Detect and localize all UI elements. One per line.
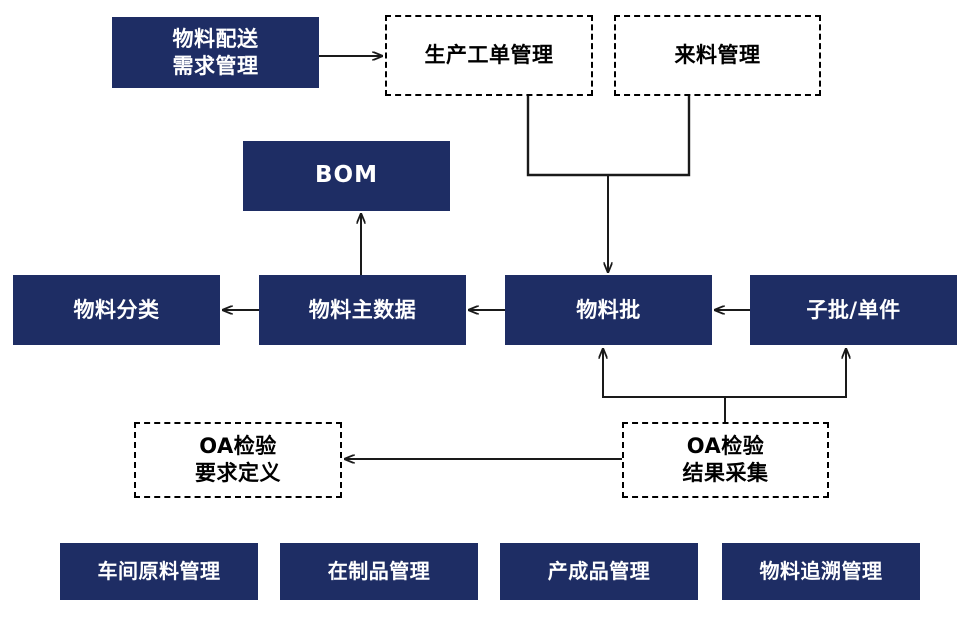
- node-finished-product[interactable]: 产成品管理: [500, 543, 698, 600]
- node-label: 物料配送 需求管理: [172, 26, 259, 78]
- node-material-traceability[interactable]: 物料追溯管理: [722, 543, 920, 600]
- node-workshop-raw-material[interactable]: 车间原料管理: [60, 543, 258, 600]
- node-material-batch[interactable]: 物料批: [505, 275, 712, 345]
- node-label: OA检验 要求定义: [195, 434, 281, 485]
- node-material-master-data[interactable]: 物料主数据: [259, 275, 466, 345]
- edge-result-to-batches: [603, 349, 846, 422]
- node-label: 车间原料管理: [97, 558, 221, 583]
- node-label: 产成品管理: [547, 558, 651, 583]
- node-label: 来料管理: [674, 43, 761, 68]
- node-label: 物料批: [576, 297, 641, 322]
- node-material-delivery-demand[interactable]: 物料配送 需求管理: [112, 17, 319, 88]
- node-incoming-material[interactable]: 来料管理: [614, 15, 821, 96]
- node-bom[interactable]: BOM: [243, 141, 450, 211]
- node-label: BOM: [315, 162, 378, 189]
- edge-workorder-incoming-to-batch: [526, 96, 691, 272]
- node-sub-batch-unit[interactable]: 子批/单件: [750, 275, 957, 345]
- node-oa-inspection-requirement[interactable]: OA检验 要求定义: [134, 422, 342, 498]
- node-label: OA检验 结果采集: [682, 434, 769, 485]
- node-label: 生产工单管理: [424, 43, 554, 68]
- node-label: 物料主数据: [308, 297, 417, 322]
- node-oa-inspection-result[interactable]: OA检验 结果采集: [622, 422, 829, 498]
- node-label: 物料追溯管理: [759, 558, 883, 583]
- node-wip-management[interactable]: 在制品管理: [280, 543, 478, 600]
- node-label: 物料分类: [73, 297, 160, 322]
- node-label: 在制品管理: [327, 558, 431, 583]
- node-material-classification[interactable]: 物料分类: [13, 275, 220, 345]
- node-production-work-order[interactable]: 生产工单管理: [385, 15, 593, 96]
- node-label: 子批/单件: [806, 297, 901, 322]
